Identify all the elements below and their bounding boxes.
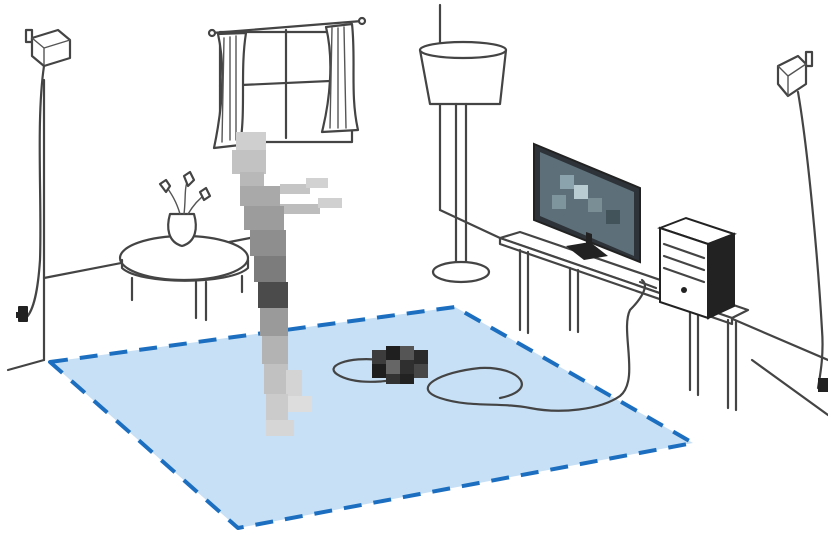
base-station-icon bbox=[778, 56, 806, 96]
table-icon bbox=[120, 236, 248, 320]
power-outlet-icon bbox=[16, 306, 28, 322]
window-icon bbox=[209, 18, 365, 148]
desktop-pc-icon bbox=[660, 218, 734, 318]
floor-lamp-icon bbox=[420, 42, 506, 282]
base-station-icon bbox=[32, 30, 70, 66]
play-area bbox=[50, 307, 693, 528]
vase-icon bbox=[160, 172, 210, 246]
